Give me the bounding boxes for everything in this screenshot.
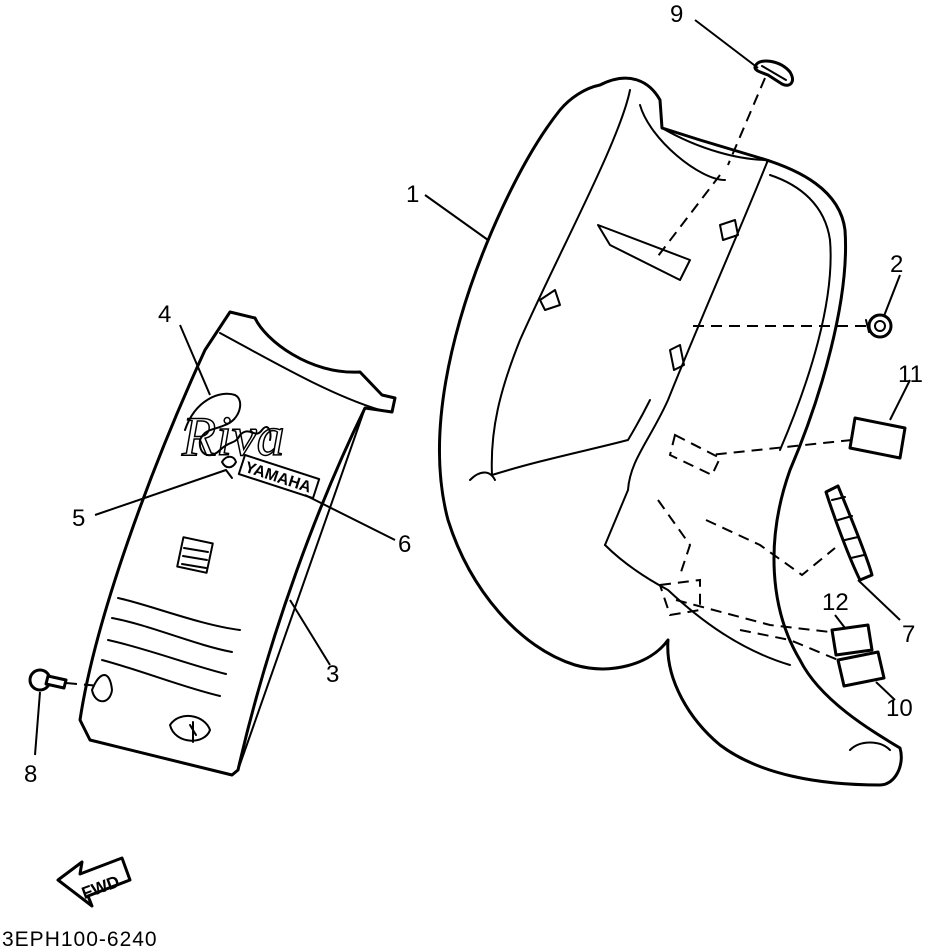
callout-5: 5 xyxy=(72,505,85,532)
callout-12: 12 xyxy=(822,589,849,616)
callout-11: 11 xyxy=(898,361,923,388)
catalog-code: 3EPH100-6240 xyxy=(2,928,158,951)
label-10 xyxy=(836,650,886,688)
leg-shield xyxy=(438,76,903,787)
callout-2: 2 xyxy=(890,251,903,278)
callout-4: 4 xyxy=(158,301,171,328)
yamaha-emblem-small xyxy=(221,455,237,479)
leader-lines xyxy=(34,19,911,756)
label-11 xyxy=(848,416,907,460)
fwd-arrow: FWD xyxy=(56,856,132,908)
label-12 xyxy=(830,623,874,657)
callout-1: 1 xyxy=(406,181,419,208)
callout-6: 6 xyxy=(398,531,411,558)
callout-3: 3 xyxy=(326,661,339,688)
front-panel: Riva YAMAHA xyxy=(78,310,397,777)
clip xyxy=(753,59,794,87)
riva-script-text: Riva xyxy=(181,406,285,468)
callout-7: 7 xyxy=(902,621,915,648)
screw xyxy=(28,668,68,692)
callouts: 1 2 3 4 5 6 7 8 9 10 11 12 xyxy=(24,1,923,788)
callout-9: 9 xyxy=(670,1,683,28)
callout-8: 8 xyxy=(24,761,37,788)
side-bracket xyxy=(824,484,874,582)
center-badge xyxy=(176,536,214,574)
callout-10: 10 xyxy=(886,695,913,722)
assembly-lines xyxy=(65,77,866,687)
grommet xyxy=(865,313,893,339)
